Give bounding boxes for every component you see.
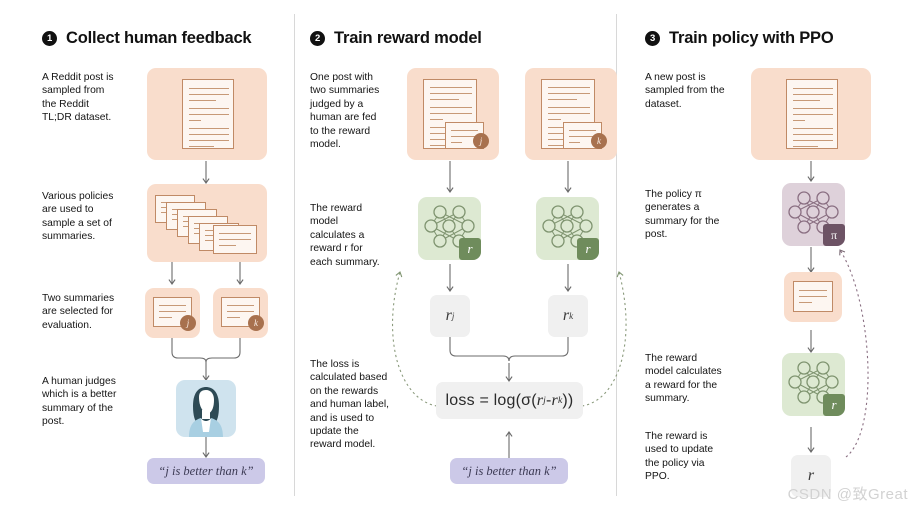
caption-post-two-summaries: One post with two summaries judged by a … xyxy=(310,72,380,151)
neural-network-icon xyxy=(788,361,839,404)
column-divider-2 xyxy=(616,14,617,496)
chip-r-col3: r xyxy=(791,455,831,497)
caption-policy-generates: The policy π generates a summary for the… xyxy=(645,189,720,241)
caption-loss: The loss is calculated based on the rewa… xyxy=(310,359,390,451)
caption-reward-model-col3: The reward model calculates a reward for… xyxy=(645,353,722,405)
person-icon xyxy=(189,387,223,437)
badge-k-2: k xyxy=(591,133,607,149)
reward-model-tile-col3: r xyxy=(782,353,845,416)
summaries-stack-tile xyxy=(147,184,267,262)
caption-collect-post: A Reddit post is sampled from the Reddit… xyxy=(42,72,114,124)
post-summary-j-tile: j xyxy=(407,68,499,160)
loss-r2: r xyxy=(551,391,558,409)
badge-k: k xyxy=(248,315,264,331)
chip-r-j-sub: j xyxy=(451,311,455,321)
step-number-badge-2: 2 xyxy=(310,31,325,46)
badge-reward-col3: r xyxy=(823,394,845,416)
loss-r1-sub: j xyxy=(543,395,546,406)
column-3-heading: 3 Train policy with PPO xyxy=(645,29,834,48)
loss-suffix: )) xyxy=(562,391,574,409)
reward-model-tile-j: r xyxy=(418,197,481,260)
loss-prefix: loss = log(σ( xyxy=(445,391,537,409)
summary-k-tile: k xyxy=(213,288,268,338)
column-divider-1 xyxy=(294,14,295,496)
column-2-title: Train reward model xyxy=(334,29,482,47)
human-evaluator-tile xyxy=(176,380,236,437)
badge-j: j xyxy=(180,315,196,331)
chip-r-j-base: r xyxy=(445,307,452,324)
post-document-tile xyxy=(147,68,267,160)
reward-model-tile-k: r xyxy=(536,197,599,260)
generated-summary-tile xyxy=(784,272,842,322)
summary-card-generated xyxy=(793,281,833,312)
policy-model-tile: π xyxy=(782,183,845,246)
step-number-badge-3: 3 xyxy=(645,31,660,46)
watermark: CSDN @致Great xyxy=(787,486,908,503)
document-page-icon xyxy=(182,79,234,149)
caption-reward-model-calc: The reward model calculates a reward r f… xyxy=(310,203,380,268)
caption-reward-updates-policy: The reward is used to update the policy … xyxy=(645,431,714,483)
new-post-tile xyxy=(751,68,871,160)
judgement-box-1: “j is better than k” xyxy=(147,458,265,484)
summary-card-6 xyxy=(213,225,257,254)
document-page-icon-3 xyxy=(786,79,838,149)
caption-human-judges: A human judges which is a better summary… xyxy=(42,376,117,428)
loss-r1: r xyxy=(536,391,544,409)
loss-minus: - xyxy=(546,391,552,409)
column-1-heading: 1 Collect human feedback xyxy=(42,29,252,48)
chip-r-k-sub: k xyxy=(569,311,574,321)
badge-policy-pi: π xyxy=(823,224,845,246)
column-3-title: Train policy with PPO xyxy=(669,29,834,47)
caption-new-post: A new post is sampled from the dataset. xyxy=(645,72,725,110)
summary-j-tile: j xyxy=(145,288,200,338)
badge-reward-j: r xyxy=(459,238,481,260)
column-1-title: Collect human feedback xyxy=(66,29,252,47)
column-2-heading: 2 Train reward model xyxy=(310,29,482,48)
judgement-box-2: “j is better than k” xyxy=(450,458,568,484)
step-number-badge-1: 1 xyxy=(42,31,57,46)
post-summary-k-tile: k xyxy=(525,68,617,160)
caption-two-summaries: Two summaries are selected for evaluatio… xyxy=(42,293,115,331)
loss-r2-sub: k xyxy=(557,395,563,406)
badge-reward-k: r xyxy=(577,238,599,260)
neural-network-icon xyxy=(542,205,593,248)
chip-r-k-base: r xyxy=(562,307,570,324)
badge-j-2: j xyxy=(473,133,489,149)
caption-sample-summaries: Various policies are used to sample a se… xyxy=(42,191,114,243)
